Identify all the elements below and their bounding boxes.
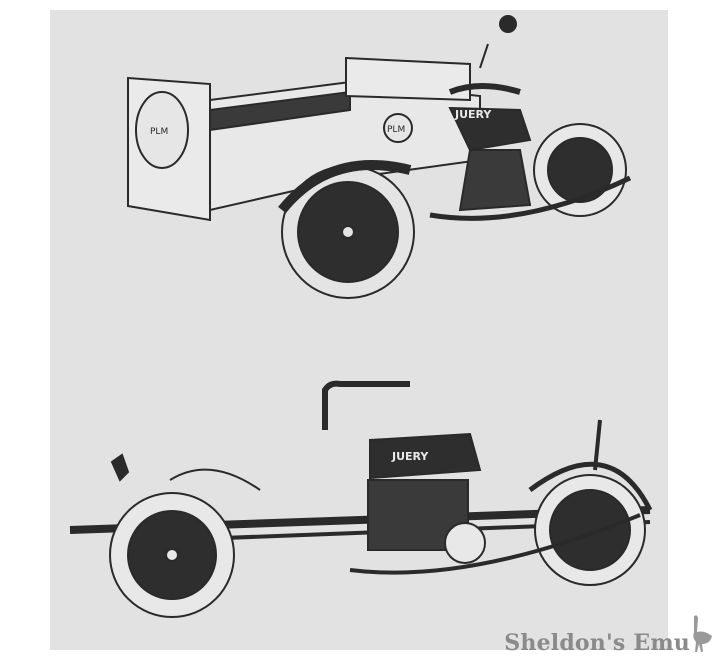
tricar-illustrations: JUERY JUERY PLM PLM <box>69 15 653 618</box>
emu-icon <box>693 615 712 652</box>
box-emblem: PLM <box>387 125 405 135</box>
top-tricar <box>127 15 632 299</box>
bottom-tank-lettering: JUERY <box>391 450 429 463</box>
watermark-text: Sheldon's Emu <box>504 630 690 656</box>
top-tank-lettering: JUERY <box>454 108 492 121</box>
bottom-chassis <box>69 380 653 618</box>
illustration-panel: JUERY JUERY PLM PLM <box>50 10 668 650</box>
rear-panel-emblem: PLM <box>150 127 168 137</box>
